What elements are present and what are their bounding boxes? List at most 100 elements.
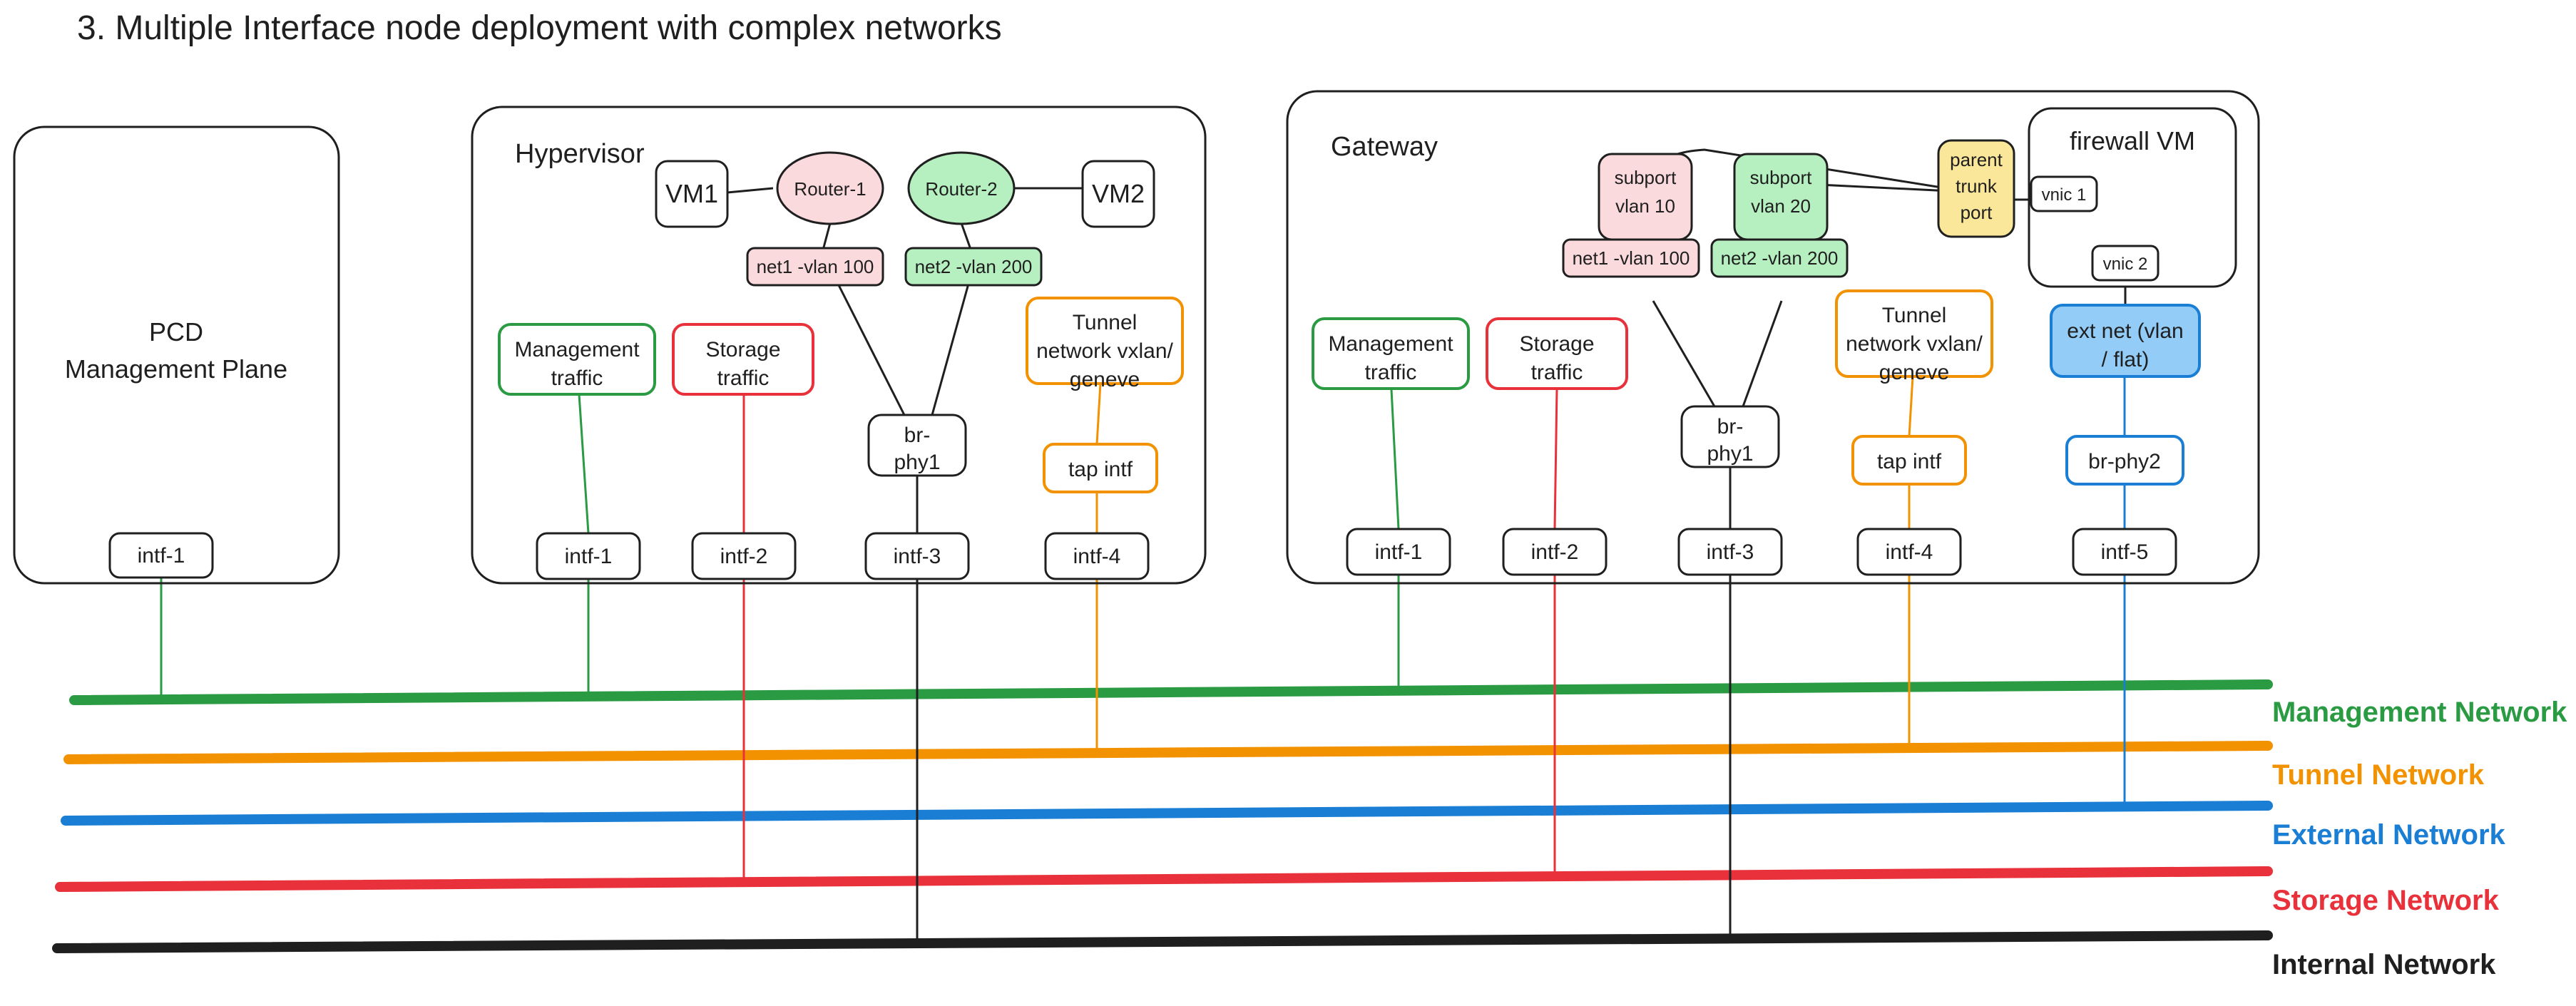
parent-trunk-port-line1: parent [1950,149,2003,170]
firewall-vm-vnic-2[interactable]: vnic 2 [2091,245,2160,282]
gw-br-phy1-line1: br- [1717,415,1744,438]
br-phy2-box[interactable] [2065,435,2184,486]
hypervisor-management-traffic[interactable]: Management traffic [498,323,656,396]
gw-intf-3-label: intf-3 [1707,540,1754,564]
pcd-interface-intf-1[interactable]: intf-1 [108,532,214,579]
hv-intf-4-box[interactable] [1044,532,1150,580]
hypervisor-interface-intf-4[interactable]: intf-4 [1044,532,1150,580]
gw-net1-box[interactable] [1562,238,1700,278]
tunnel-network-line1: Tunnel [1073,311,1138,334]
storage-traffic-box[interactable] [672,323,814,396]
link-tunnel-box-tap-intf [1095,382,1102,445]
gw-net1-label: net1 -vlan 100 [1573,247,1690,269]
net2-box[interactable] [904,247,1043,287]
vnic-2-box[interactable] [2091,245,2160,282]
gw-storage-traffic-line2: traffic [1531,361,1583,384]
subport-vlan-10-line1: subport [1615,167,1677,188]
gw-intf-4-box[interactable] [1856,528,1962,576]
hv-intf-3-box[interactable] [864,532,970,580]
hypervisor-tap-intf[interactable]: tap intf [1043,443,1158,493]
br-phy1-box[interactable] [867,414,967,477]
pcd-management-plane-group[interactable]: PCD Management Plane intf-1 [13,125,340,585]
bus-storage [55,866,2273,892]
gw-tunnel-network-line3: geneve [1879,361,1949,384]
gw-intf-1-box[interactable] [1346,528,1451,576]
link-net1-brphy1-gw [1652,300,1716,407]
gateway-interface-intf-4[interactable]: intf-4 [1856,528,1962,576]
gateway-br-phy1[interactable]: br- phy1 [1680,405,1780,468]
gateway-interface-intf-2[interactable]: intf-2 [1502,528,1608,576]
pcd-intf-1-box[interactable] [108,532,214,579]
bus-internal [52,930,2273,953]
hv-intf-2-box[interactable] [691,532,797,580]
parent-trunk-port-box[interactable] [1937,139,2015,238]
storage-traffic-line2: traffic [717,366,770,390]
gateway-br-phy2[interactable]: br-phy2 [2065,435,2184,486]
tunnel-network-box[interactable] [1026,297,1184,385]
gateway-net1[interactable]: net1 -vlan 100 [1562,238,1700,278]
firewall-vm-box[interactable] [2028,107,2237,288]
gateway-group[interactable]: Gateway subport vlan 10 subport vlan 20 [1286,90,2260,585]
tap-intf-box[interactable] [1043,443,1158,493]
gw-tap-intf-box[interactable] [1851,435,1967,486]
hv-intf-1-box[interactable] [536,532,641,580]
hypervisor-storage-traffic[interactable]: Storage traffic [672,323,814,396]
hypervisor-br-phy1[interactable]: br- phy1 [867,414,967,477]
legend-label-internal-network: Internal Network [2272,949,2496,980]
network-bus-lines [52,679,2273,953]
hypervisor-interface-intf-3[interactable]: intf-3 [864,532,970,580]
gateway-ext-net[interactable]: ext net (vlan / flat) [2050,304,2201,378]
hypervisor-group[interactable]: Hypervisor VM1 Router-1 Router-2 [471,106,1207,585]
hypervisor-net1[interactable]: net1 -vlan 100 [746,247,884,287]
network-legend: Management Network Tunnel Network Extern… [2272,697,2567,980]
management-traffic-line2: traffic [551,366,603,390]
gw-management-traffic-line1: Management [1328,332,1453,356]
bus-management [69,679,2273,705]
gw-management-traffic-box[interactable] [1312,317,1470,390]
router-2-ellipse[interactable] [907,151,1016,225]
gw-br-phy1-box[interactable] [1680,405,1780,468]
hypervisor-net2[interactable]: net2 -vlan 200 [904,247,1043,287]
router-2-label: Router-2 [925,178,997,200]
hypervisor-vm1[interactable]: VM1 [655,160,729,228]
gateway-subport-vlan-10[interactable]: subport vlan 10 [1598,153,1693,241]
firewall-vm-vnic-1[interactable]: vnic 1 [2030,175,2098,212]
link-net1-brphy1 [837,283,906,416]
router-1-ellipse[interactable] [776,151,884,225]
gateway-subport-vlan-20[interactable]: subport vlan 20 [1733,153,1829,241]
hypervisor-router-1[interactable]: Router-1 [776,151,884,225]
vm2-box[interactable] [1081,160,1155,228]
vnic-1-box[interactable] [2030,175,2098,212]
hv-intf-3-label: intf-3 [894,545,941,568]
gw-management-traffic-line2: traffic [1365,361,1417,384]
gateway-management-traffic[interactable]: Management traffic [1312,317,1470,390]
gateway-interface-intf-3[interactable]: intf-3 [1677,528,1783,576]
gateway-net2[interactable]: net2 -vlan 200 [1710,238,1849,278]
hypervisor-vm2[interactable]: VM2 [1081,160,1155,228]
gw-intf-3-box[interactable] [1677,528,1783,576]
gateway-interface-intf-5[interactable]: intf-5 [2072,528,2177,576]
hypervisor-router-2[interactable]: Router-2 [907,151,1016,225]
gw-intf-2-box[interactable] [1502,528,1608,576]
ext-net-box[interactable] [2050,304,2201,378]
gw-intf-5-box[interactable] [2072,528,2177,576]
gateway-storage-traffic[interactable]: Storage traffic [1486,317,1628,390]
gateway-tunnel-network[interactable]: Tunnel network vxlan/ geneve [1835,289,1993,384]
net1-box[interactable] [746,247,884,287]
gateway-tap-intf[interactable]: tap intf [1851,435,1967,486]
management-traffic-box[interactable] [498,323,656,396]
gateway-interface-intf-1[interactable]: intf-1 [1346,528,1451,576]
gw-tunnel-network-line2: network vxlan/ [1846,332,1983,356]
hypervisor-interface-intf-1[interactable]: intf-1 [536,532,641,580]
gw-storage-traffic-box[interactable] [1486,317,1628,390]
storage-traffic-line1: Storage [705,338,780,361]
net1-label: net1 -vlan 100 [757,256,874,277]
gateway-firewall-vm[interactable]: firewall VM vnic 1 vnic 2 [2028,107,2237,288]
gw-net2-box[interactable] [1710,238,1849,278]
gw-tunnel-network-box[interactable] [1835,289,1993,378]
hypervisor-tunnel-network[interactable]: Tunnel network vxlan/ geneve [1026,297,1184,391]
hypervisor-interface-intf-2[interactable]: intf-2 [691,532,797,580]
gateway-parent-trunk-port[interactable]: parent trunk port [1937,139,2015,238]
vm1-box[interactable] [655,160,729,228]
